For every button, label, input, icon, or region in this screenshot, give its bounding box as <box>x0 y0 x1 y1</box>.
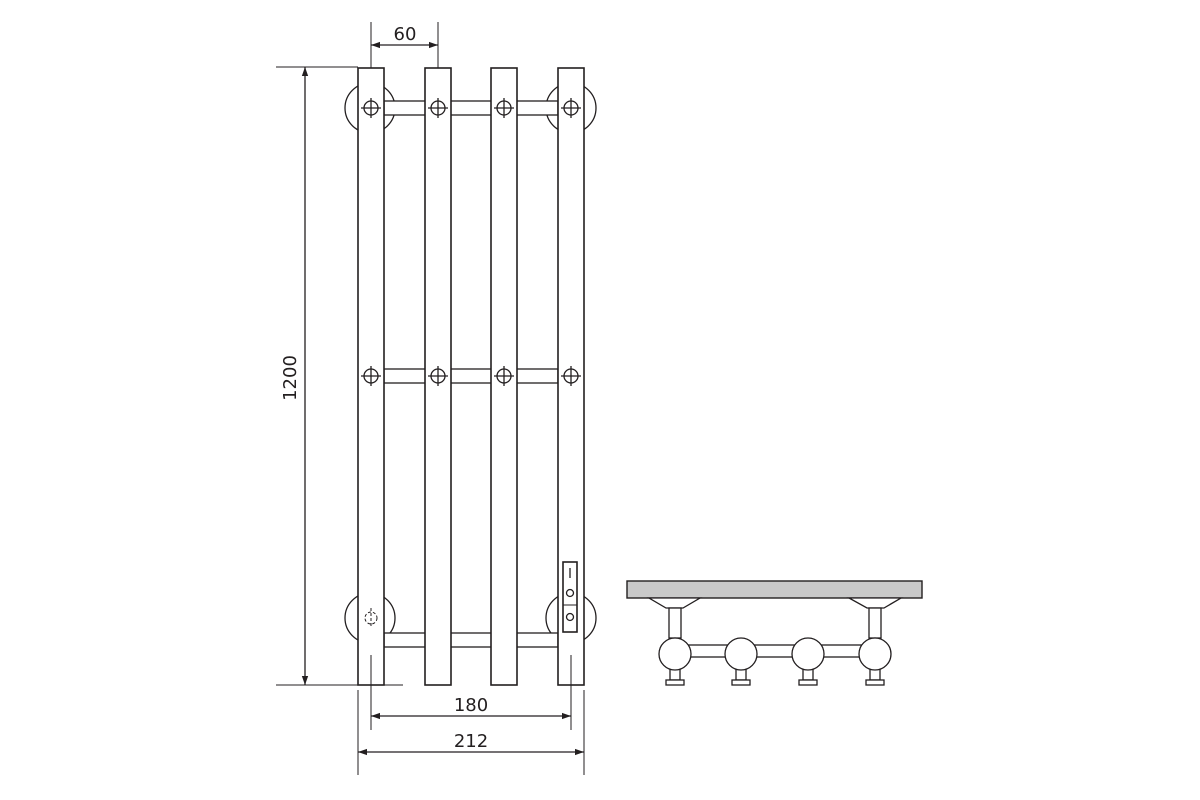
crosshair-marker <box>428 98 448 118</box>
wall-bracket-left <box>646 597 703 639</box>
dimension-height: 1200 <box>280 67 309 685</box>
dimension-label-height: 1200 <box>280 355 301 401</box>
wall-bracket-right <box>846 597 904 639</box>
control-switch <box>562 561 578 633</box>
crossbar-bottom <box>383 632 559 648</box>
crosshair-marker <box>361 366 381 386</box>
dimension-mount-spacing: 180 <box>371 695 571 720</box>
crosshair-marker <box>494 98 514 118</box>
crosshair-marker <box>494 366 514 386</box>
dimension-bar-spacing: 60 <box>371 24 438 49</box>
dimension-overall-width: 212 <box>358 731 584 756</box>
crossbar-top <box>383 100 559 116</box>
dimension-label-overall-width: 212 <box>454 731 488 752</box>
bar-end-3 <box>791 637 825 686</box>
wall-surface <box>626 580 923 599</box>
top-view <box>626 580 923 686</box>
crosshair-markers <box>361 98 581 628</box>
crossbar-middle <box>383 368 559 384</box>
dimension-label-mount-spacing: 180 <box>454 695 488 716</box>
crossbars <box>383 100 559 648</box>
top-view-connecting-rail <box>674 644 876 658</box>
dimension-label-bar-spacing: 60 <box>394 24 417 45</box>
bar-end-4 <box>858 637 892 686</box>
bar-end-2 <box>724 637 758 686</box>
crosshair-marker <box>428 366 448 386</box>
crosshair-marker <box>561 366 581 386</box>
front-view: 60 1200 180 212 <box>276 22 597 775</box>
hidden-fixing-marker <box>364 608 378 628</box>
bar-end-1 <box>658 637 692 686</box>
crosshair-marker <box>361 98 381 118</box>
crosshair-marker <box>561 98 581 118</box>
